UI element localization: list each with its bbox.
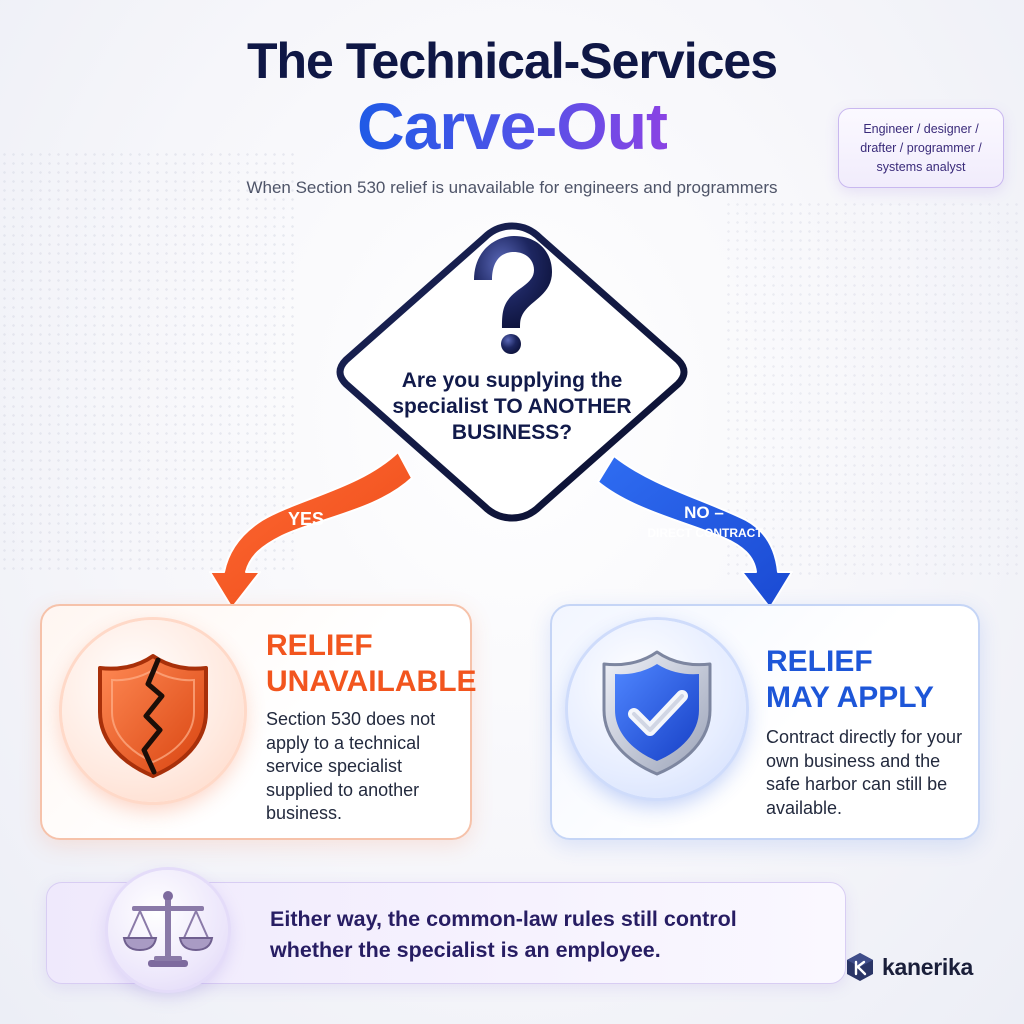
background-dots-right: [724, 200, 1024, 580]
title-line-2-text: Carve-Out: [356, 89, 668, 163]
check-shield-icon: [602, 650, 712, 776]
yes-arrow: [209, 451, 413, 609]
no-label-line2: DIRECT CONTRACT: [647, 526, 763, 540]
scales-icon: [122, 891, 214, 967]
subtitle: When Section 530 relief is unavailable f…: [246, 178, 778, 197]
question-mark-icon: [474, 236, 552, 354]
outcome-title-may-apply-line2: MAY APPLY: [766, 681, 934, 714]
decision-diamond: [336, 222, 688, 522]
role-tag: Engineer / designer / drafter / programm…: [838, 108, 1004, 188]
title-line-2: Carve-Out: [0, 88, 1024, 164]
outcome-title-unavailable: RELIEF UNAVAILABLE: [266, 628, 477, 700]
outcome-title-unavailable-line2: UNAVAILABLE: [266, 665, 477, 698]
broken-shield-icon: [98, 654, 208, 778]
kanerika-logo-icon: [847, 953, 873, 981]
outcome-title-may-apply-line1: RELIEF: [766, 645, 873, 678]
outcome-body-unavailable: Section 530 does not apply to a technica…: [266, 709, 436, 823]
no-label-line1: NO –: [684, 503, 724, 522]
footer-note-text: Either way, the common-law rules still c…: [270, 907, 737, 962]
outcome-title-unavailable-line1: RELIEF: [266, 629, 373, 662]
outcome-body-may-apply: Contract directly for your own business …: [766, 727, 963, 818]
brand: kanerika: [846, 952, 973, 982]
yes-label: YES: [288, 509, 324, 529]
brand-name: kanerika: [882, 953, 973, 980]
decision-question: Are you supplying the specialist TO ANOT…: [392, 369, 632, 444]
background-dots-left: [0, 150, 300, 570]
outcome-title-may-apply: RELIEF MAY APPLY: [766, 644, 966, 716]
title-line-1: The Technical-Services: [246, 33, 778, 89]
no-arrow: [597, 455, 793, 609]
